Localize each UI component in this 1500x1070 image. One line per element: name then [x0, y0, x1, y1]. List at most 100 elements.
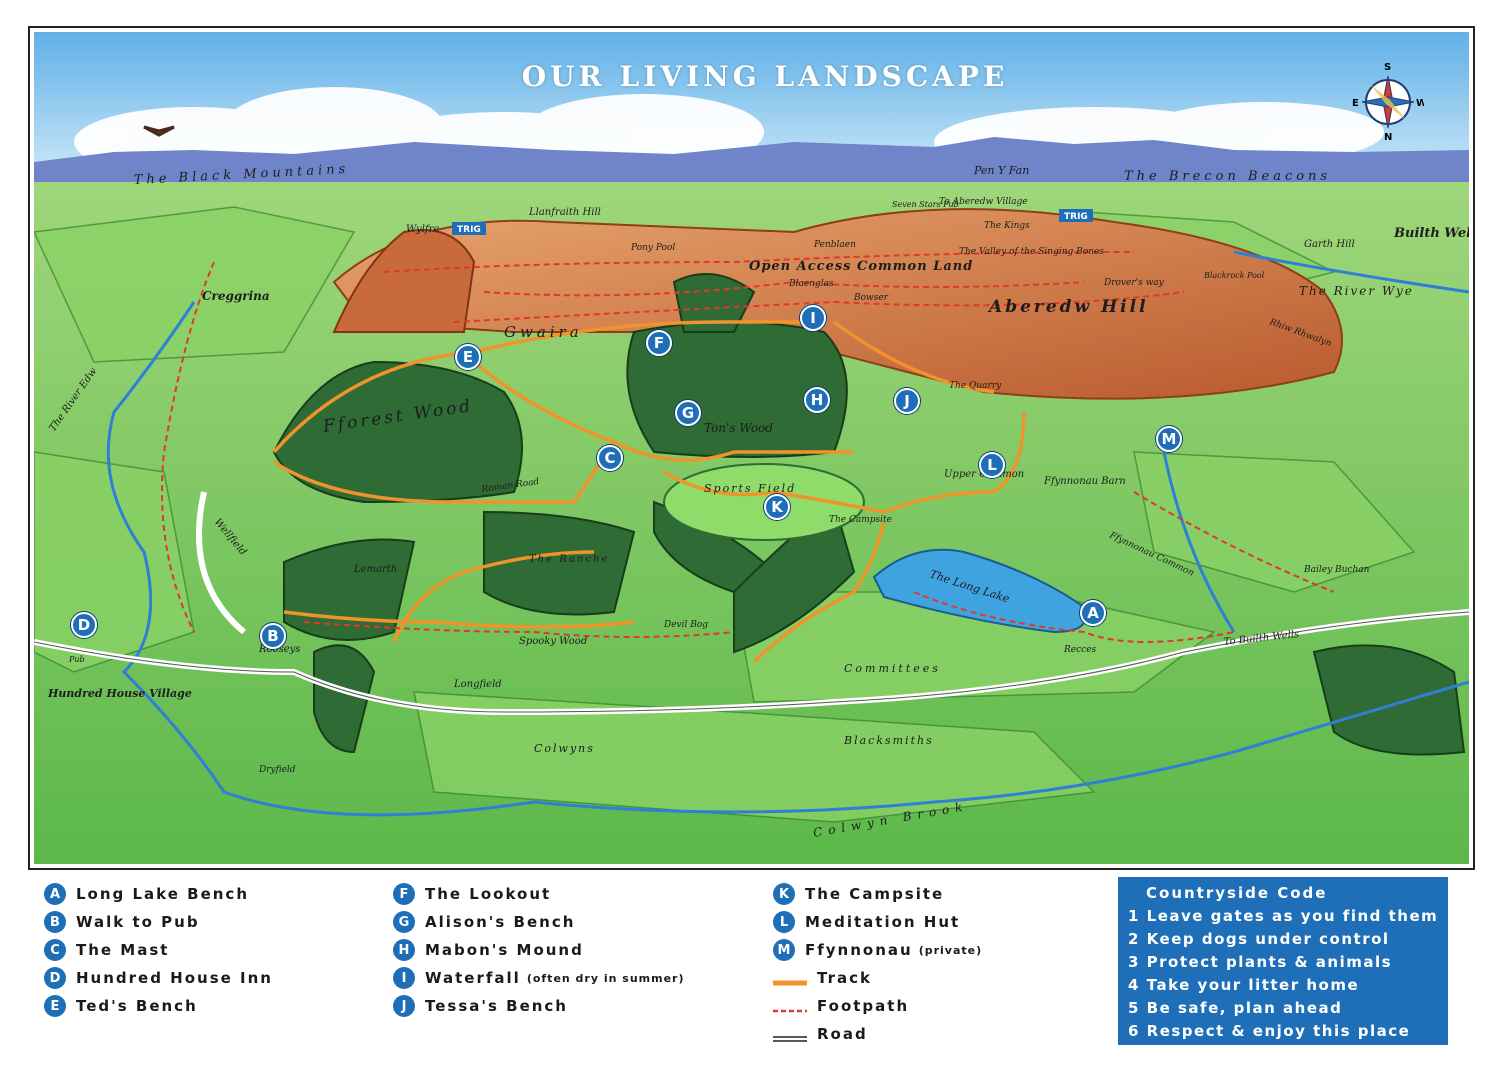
legend-badge: C: [44, 939, 66, 961]
marker-h[interactable]: H: [804, 387, 830, 413]
compass-top: S: [1384, 62, 1391, 73]
label-colwyns: Colwyns: [534, 742, 595, 755]
label-ffynnonau-barn: Ffynnonau Barn: [1043, 476, 1126, 487]
label-blaenglas: Blaenglas: [788, 279, 834, 289]
marker-m[interactable]: M: [1156, 426, 1182, 452]
marker-c[interactable]: C: [597, 445, 623, 471]
label-committees: Committees: [844, 662, 941, 675]
label-blacksmiths: Blacksmiths: [843, 734, 934, 747]
compass-left: E: [1352, 98, 1359, 109]
legend-label: Road: [817, 1025, 868, 1043]
label-the-ranche: The Ranche: [529, 554, 609, 565]
label-dryfield: Dryfield: [258, 765, 296, 775]
legend-item-d: D Hundred House Inn: [44, 964, 273, 992]
roads-outline: [34, 611, 1469, 713]
legend-item-b: B Walk to Pub: [44, 908, 273, 936]
countryside-code-box: Countryside Code 1 Leave gates as you fi…: [1118, 877, 1448, 1045]
marker-b[interactable]: B: [260, 623, 286, 649]
label-builth-wells: Builth Wells: [1393, 226, 1469, 241]
legend-label: Waterfall: [425, 969, 521, 987]
legend-badge: M: [773, 939, 795, 961]
label-aberedw-hill: Aberedw Hill: [987, 297, 1149, 317]
marker-d[interactable]: D: [71, 612, 97, 638]
label-bowser: Bowser: [853, 293, 889, 303]
code-item: 6 Respect & enjoy this place: [1128, 1022, 1411, 1040]
label-brecon-beacons: The Brecon Beacons: [1124, 169, 1331, 184]
label-wylfre: Wylfre: [406, 224, 439, 235]
legend-badge: D: [44, 967, 66, 989]
label-to-aberedw-village: To Aberedw Village: [939, 197, 1028, 207]
code-item: 5 Be safe, plan ahead: [1128, 999, 1343, 1017]
label-bailey-buchan: Bailey Buchan: [1303, 565, 1370, 575]
label-devil-bog: Devil Bog: [663, 620, 708, 630]
label-lemarth: Lemarth: [353, 564, 397, 575]
label-drovers-way: Drover's way: [1103, 278, 1165, 288]
legend-badge: A: [44, 883, 66, 905]
label-toms-wood: Ton's Wood: [704, 421, 773, 435]
illustrated-map: The Black Mountains Pen Y Fan The Brecon…: [34, 32, 1469, 864]
legend-line-footpath: Footpath: [773, 992, 982, 1020]
label-hundred-house-village: Hundred House Village: [47, 687, 192, 700]
legend-badge: I: [393, 967, 415, 989]
legend-line-track: Track: [773, 964, 982, 992]
label-penblaen: Penblaen: [813, 240, 856, 250]
legend-badge: F: [393, 883, 415, 905]
legend-badge: B: [44, 911, 66, 933]
legend-label: Long Lake Bench: [76, 885, 250, 903]
wylfre-hill: [332, 229, 476, 333]
label-llanfraith-hill: Llanfraith Hill: [528, 207, 601, 218]
trig-wylfre: TRIG: [457, 225, 481, 235]
map-title: OUR LIVING LANDSCAPE: [521, 60, 1009, 93]
marker-f[interactable]: F: [646, 330, 672, 356]
code-item: 2 Keep dogs under control: [1128, 930, 1390, 948]
marker-a[interactable]: A: [1080, 600, 1106, 626]
legend-line-road: Road: [773, 1020, 982, 1048]
legend-label: Walk to Pub: [76, 913, 200, 931]
label-sports-field: Sports Field: [704, 482, 796, 495]
legend-label: Ted's Bench: [76, 997, 198, 1015]
aberedw-hill: [332, 208, 1343, 400]
marker-g[interactable]: G: [675, 400, 701, 426]
legend-note: (private): [918, 943, 983, 957]
code-item: 4 Take your litter home: [1128, 976, 1360, 994]
countryside-code-title: Countryside Code: [1146, 884, 1328, 902]
trig-badges: TRIG TRIG: [452, 209, 1093, 235]
trig-aberedw: TRIG: [1064, 212, 1088, 222]
woodland: [272, 273, 1466, 756]
label-blackrock-pool: Blackrock Pool: [1203, 271, 1265, 280]
legend-label: Alison's Bench: [425, 913, 576, 931]
legend-item-a: A Long Lake Bench: [44, 880, 273, 908]
label-pony-pool: Pony Pool: [630, 243, 675, 253]
label-gwaira: Gwaira: [504, 323, 583, 341]
compass-rose-icon: S W N E: [1352, 58, 1427, 143]
marker-k[interactable]: K: [764, 494, 790, 520]
track-swatch-icon: [773, 973, 807, 986]
tracks: [272, 320, 1026, 664]
legend-label: Footpath: [817, 997, 910, 1015]
code-item: 1 Leave gates as you find them: [1128, 907, 1439, 925]
label-seven-stars-pub: Seven Stars Pub: [892, 200, 959, 209]
label-garth-hill: Garth Hill: [1304, 239, 1355, 250]
marker-j[interactable]: J: [894, 388, 920, 414]
marker-e[interactable]: E: [455, 344, 481, 370]
marker-l[interactable]: L: [979, 452, 1005, 478]
compass-bottom: N: [1384, 132, 1392, 142]
legend-badge: L: [773, 911, 795, 933]
marker-i[interactable]: I: [800, 305, 826, 331]
footpaths: [161, 251, 1335, 643]
label-recces: Recces: [1063, 645, 1097, 655]
legend-label: Hundred House Inn: [76, 969, 273, 987]
footpath-swatch-icon: [773, 1001, 807, 1013]
road-swatch-icon: [773, 1029, 807, 1042]
